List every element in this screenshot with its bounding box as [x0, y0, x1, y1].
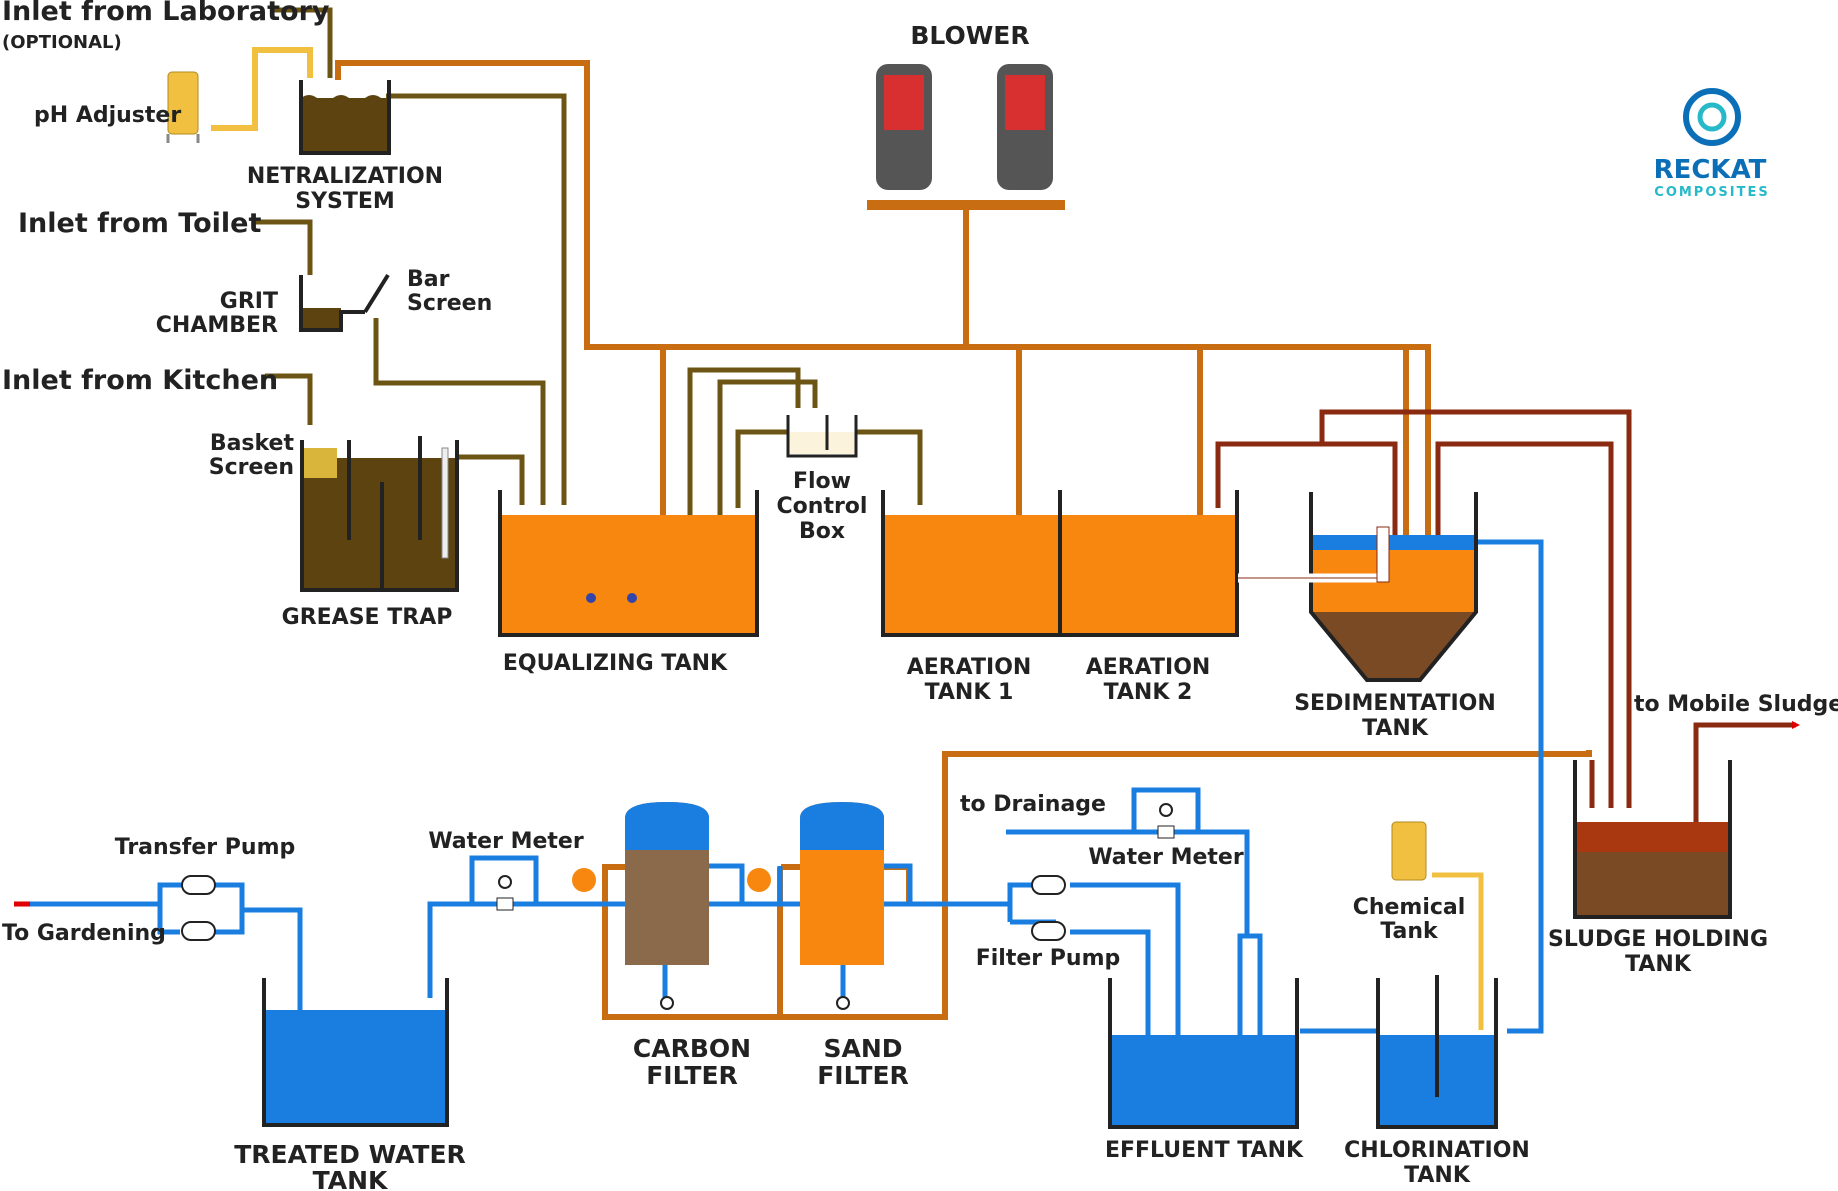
- chlorination-label-1: CHLORINATION: [1344, 1138, 1530, 1163]
- sludge-holding-tank: [1573, 760, 1732, 919]
- sewage-pipe-network: [255, 7, 923, 613]
- grit-chamber: [299, 273, 390, 332]
- grit-label-2: CHAMBER: [156, 313, 278, 338]
- sludge-holding-label-1: SLUDGE HOLDING: [1548, 927, 1768, 952]
- chemical-tank-icon: [1391, 821, 1427, 881]
- drop-icon: [1683, 88, 1741, 146]
- brand-sub: COMPOSITES: [1654, 185, 1769, 200]
- flow-control-box: [786, 415, 858, 458]
- equalizing-tank: [498, 490, 759, 637]
- to-drainage-label: to Drainage: [960, 792, 1106, 817]
- aeration2-label-2: TANK 2: [1104, 680, 1193, 705]
- grease-trap-tank: [300, 436, 459, 592]
- treated-water-label-1: TREATED WATER: [234, 1140, 466, 1169]
- sedimentation-tank: [1238, 492, 1478, 682]
- aeration1-label-2: TANK 1: [925, 680, 1014, 705]
- neutralization-label-2: SYSTEM: [295, 189, 395, 214]
- blower-title: BLOWER: [910, 21, 1029, 50]
- aeration1-label-1: AERATION: [907, 655, 1032, 680]
- sand-filter-label-1: SAND: [823, 1034, 902, 1063]
- transfer-pump-label: Transfer Pump: [115, 835, 296, 860]
- neutralization-tank: [299, 80, 391, 155]
- chemical-tank-label-1: Chemical: [1353, 895, 1466, 920]
- sand-filter-label-2: FILTER: [817, 1061, 909, 1090]
- chemical-dosing-pipe: [1432, 872, 1484, 1030]
- sand-filter-vessel: [800, 802, 884, 1010]
- flow-box-label-1: Flow: [793, 469, 851, 494]
- blower-right-icon: [997, 64, 1053, 190]
- basket-screen-label-1: Basket: [210, 431, 295, 456]
- inlet-toilet-label: Inlet from Toilet: [18, 208, 261, 239]
- sludge-holding-label-2: TANK: [1625, 952, 1692, 977]
- filter-pump-label: Filter Pump: [976, 946, 1121, 971]
- basket-screen-label-2: Screen: [209, 455, 294, 480]
- chlorination-label-2: TANK: [1404, 1163, 1471, 1188]
- ph-adjuster-label: pH Adjuster: [34, 103, 181, 128]
- reckat-logo: RECKAT COMPOSITES: [1654, 88, 1769, 200]
- chlorination-tank: [1376, 975, 1498, 1129]
- bar-screen-label-2: Screen: [407, 291, 492, 316]
- carbon-filter-label-1: CARBON: [633, 1034, 751, 1063]
- water-meter-right-icon: [1157, 803, 1175, 839]
- sedimentation-label-1: SEDIMENTATION: [1294, 691, 1496, 716]
- chemical-tank-label-2: Tank: [1380, 919, 1439, 944]
- flow-arrows: [14, 721, 1800, 907]
- effluent-tank-label: EFFLUENT TANK: [1105, 1138, 1304, 1163]
- grease-trap-label: GREASE TRAP: [282, 605, 453, 630]
- carbon-filter-label-2: FILTER: [646, 1061, 738, 1090]
- ph-adjuster-icon: [166, 71, 200, 143]
- aeration2-label-1: AERATION: [1086, 655, 1211, 680]
- to-gardening-label: To Gardening: [2, 921, 166, 946]
- flow-box-label-2: Control: [777, 494, 868, 519]
- inlet-laboratory-label: Inlet from Laboratory: [2, 0, 330, 27]
- water-meter-left-label: Water Meter: [428, 829, 584, 854]
- filter-pump-icon: [1031, 875, 1066, 941]
- water-meter-right-label: Water Meter: [1088, 845, 1244, 870]
- blower-left-icon: [876, 64, 932, 190]
- equalizing-tank-label: EQUALIZING TANK: [503, 651, 728, 676]
- effluent-tank: [1108, 978, 1299, 1129]
- inlet-laboratory-note: (OPTIONAL): [2, 32, 122, 53]
- valve-icon: [572, 868, 596, 892]
- ph-dosing-pipe: [211, 47, 313, 131]
- aeration-tanks: [881, 490, 1239, 637]
- water-meter-left-icon: [496, 875, 514, 911]
- treated-water-tank: [262, 978, 449, 1127]
- treated-water-label-2: TANK: [313, 1166, 389, 1191]
- inlet-kitchen-label: Inlet from Kitchen: [2, 365, 278, 396]
- brand-name: RECKAT: [1654, 155, 1767, 185]
- transfer-pump-icon: [181, 875, 216, 941]
- bar-screen-label-1: Bar: [407, 267, 450, 292]
- sludge-pipe-network: [1215, 409, 1790, 880]
- valve-icon: [747, 868, 771, 892]
- flow-box-label-3: Box: [799, 519, 845, 544]
- grit-label-1: GRIT: [220, 289, 278, 314]
- neutralization-label-1: NETRALIZATION: [247, 164, 443, 189]
- to-mobile-sludge-label: to Mobile Sludge: [1634, 692, 1838, 717]
- sedimentation-label-2: TANK: [1362, 716, 1429, 741]
- carbon-filter-vessel: [625, 802, 709, 1010]
